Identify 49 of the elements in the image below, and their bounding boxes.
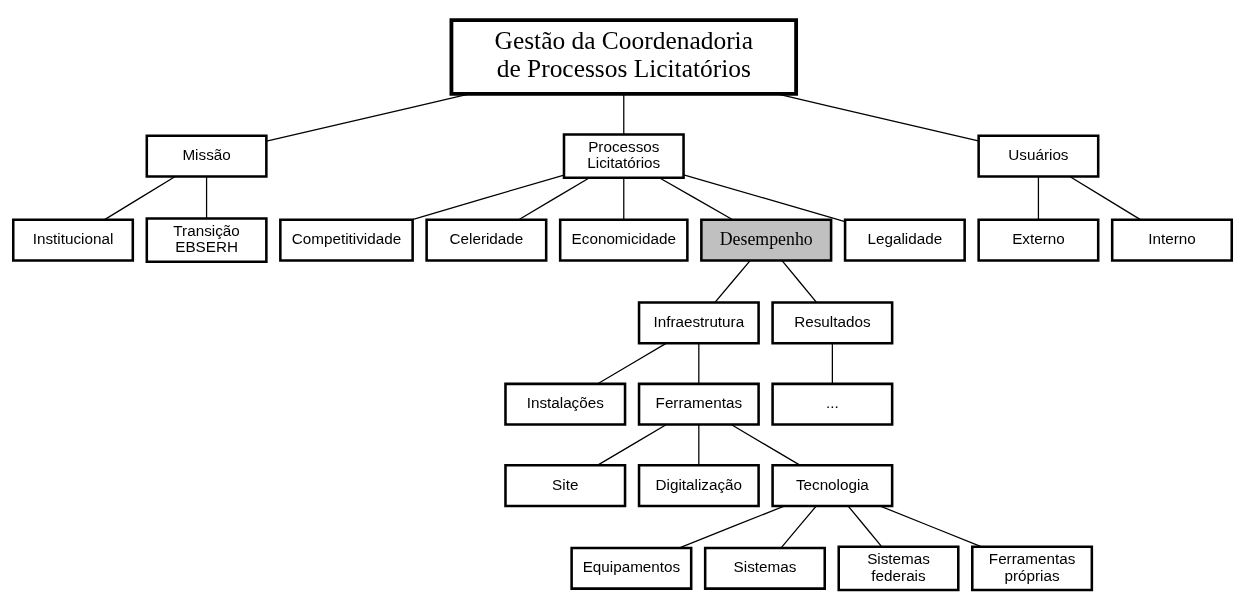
node-box: Ferramentas [637,382,760,426]
node-box: Usuários [977,134,1100,178]
node-box: ... [771,382,894,426]
node-box: Digitalização [637,464,760,508]
node-box: Infraestrutura [637,301,760,345]
node-box: Externo [977,218,1100,262]
node-box: Interno [1110,218,1233,262]
node-box: Tecnologia [771,464,894,508]
connector [847,505,882,547]
node-box: Missão [145,134,268,178]
node-box: Institucional [12,218,135,262]
node-box: Sistemas [703,546,826,590]
node-box: Competitividade [279,218,414,262]
node-box: Resultados [771,301,894,345]
node-box: Gestão da Coordenadoria de Processos Licitatórios [449,18,799,96]
connector [698,342,700,385]
node-box: Legalidade [843,218,966,262]
node-box: Equipamentos [570,546,693,590]
node-box: Site [504,464,627,508]
connector [265,93,471,142]
connector [780,505,817,549]
connector [597,342,668,385]
connector [831,342,833,385]
connector [1069,175,1142,221]
connector [518,177,590,221]
connector [623,93,625,135]
node-box: Celeridade [425,218,548,262]
connector [205,176,208,219]
connector [714,260,751,303]
node-box: Processos Licitatórios [562,133,685,180]
connector [781,260,818,303]
connector [698,423,700,466]
node-box: Sistemas federais [837,545,960,592]
connector [1037,176,1040,221]
node-box: Instalações [504,382,627,426]
node-box: Economicidade [558,218,689,262]
node-box: Transição EBSERH [145,217,268,263]
connector [683,174,846,223]
connector [623,177,625,221]
connector [410,174,565,221]
connector [659,177,734,221]
connector [597,423,668,466]
connector [879,505,982,548]
connector [678,505,785,549]
connector [103,175,176,221]
connector [776,93,979,142]
connector [730,423,801,466]
node-box: Desempenho [700,218,833,262]
node-box: Ferramentas próprias [971,545,1094,592]
